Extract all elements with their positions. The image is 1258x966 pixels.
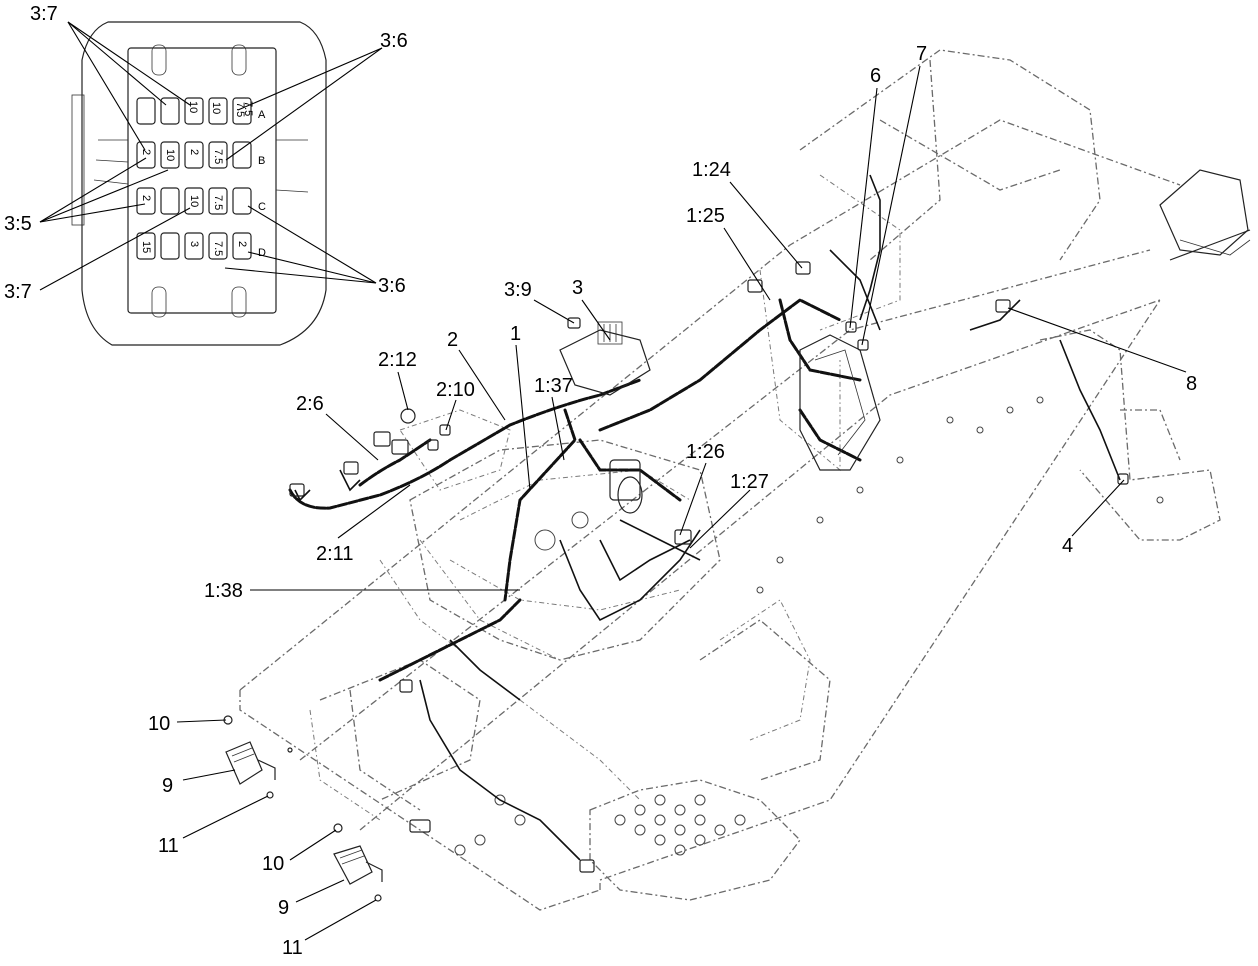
engine-body: [617, 334, 881, 514]
fuse-row-letter-a: A: [258, 109, 266, 121]
inset-leaders: [39, 21, 383, 291]
fuse-c1: 2: [140, 195, 152, 201]
callout-10-lower: 10: [262, 853, 284, 875]
rear-drive-unit: [1159, 169, 1251, 261]
callout-2: 2: [447, 329, 458, 351]
pedal-lower: [333, 823, 383, 902]
fuse-b2: 10: [164, 149, 176, 161]
callout-2-12: 2:12: [378, 349, 417, 371]
wire-harness-main: [288, 174, 1121, 861]
callout-3-7-top: 3:7: [30, 3, 58, 25]
fuse-b4: 7.5: [212, 149, 224, 164]
fuse-a1: 10: [187, 101, 199, 113]
callout-2-11: 2:11: [316, 543, 353, 565]
callout-1-24: 1:24: [692, 159, 731, 181]
fuse-row-c: 2 10 7.5 C: [136, 187, 266, 215]
callout-1-26: 1:26: [686, 441, 725, 463]
callout-3-7-bottom: 3:7: [4, 281, 32, 303]
callout-3-5: 3:5: [4, 213, 32, 235]
main-leaders: [176, 65, 1187, 941]
pedal-upper: [223, 715, 293, 799]
fuse-row-letter-b: B: [258, 155, 265, 167]
callout-2-10: 2:10: [436, 379, 475, 401]
fuse-relay-module: [559, 321, 651, 396]
callout-9-upper: 9: [162, 775, 173, 797]
fuse-row-d: 15 3 7.5 2 D: [136, 232, 266, 260]
fuse-b1: 2: [140, 149, 152, 155]
fuse-b3: 2: [188, 149, 200, 155]
callout-11-lower: 11: [282, 937, 303, 959]
callout-10-upper: 10: [148, 713, 170, 735]
callout-3-6-top: 3:6: [380, 30, 408, 52]
fuse-d1: 15: [140, 241, 152, 253]
chassis-frame: [239, 49, 1221, 911]
harness-connectors: [289, 261, 1129, 873]
callout-3-9: 3:9: [504, 279, 532, 301]
fuse-row-b: 2 10 2 7.5 B: [136, 141, 265, 169]
callout-1-25: 1:25: [686, 205, 725, 227]
chassis-holes: [454, 396, 1164, 856]
callout-3-6-bottom: 3:6: [378, 275, 406, 297]
fuse-row-letter-d: D: [258, 247, 266, 259]
callout-1: 1: [510, 323, 521, 345]
callout-1-37: 1:37: [534, 375, 573, 397]
callout-8: 8: [1186, 373, 1197, 395]
fuse-c4: 7.5: [212, 195, 224, 210]
fuse-d5: 2: [236, 241, 248, 247]
fuse-row-a: 10 10 7.5 7.5 A: [136, 97, 266, 125]
callout-1-38: 1:38: [204, 580, 243, 602]
fuse-a2: 10: [210, 102, 222, 114]
fuse-c3: 10: [188, 195, 200, 207]
callout-6: 6: [870, 65, 881, 87]
callout-9-lower: 9: [278, 897, 289, 919]
fuse-block-inset: 10 10 7.5 7.5 A 2 10 2 7.5 B 2: [71, 21, 327, 346]
callout-2-6: 2:6: [296, 393, 324, 415]
callout-7: 7: [916, 43, 927, 65]
callout-1-27: 1:27: [730, 471, 769, 493]
callout-3: 3: [572, 277, 583, 299]
fuse-d4: 7.5: [212, 241, 224, 256]
callout-4: 4: [1062, 535, 1073, 557]
fuse-row-letter-c: C: [258, 201, 266, 213]
callout-11-upper: 11: [158, 835, 179, 857]
fuse-d3: 3: [188, 241, 200, 247]
